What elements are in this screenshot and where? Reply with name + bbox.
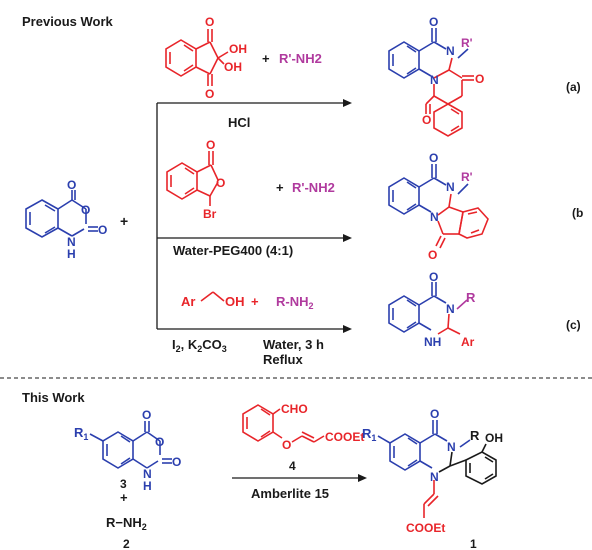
reaction-c-condition-2: Water, 3 h [263,337,324,352]
ninhydrin-o-top: O [205,15,214,29]
product-c-nh: NH [424,335,441,349]
previous-work-heading: Previous Work [22,14,114,29]
product-b [388,164,489,249]
product-c-n: N [446,302,455,316]
arrow-tree [156,102,345,330]
isatoic-anhydride [25,190,98,238]
reaction-c-ar: Ar [181,294,195,309]
this-isatoic-o-right: O [172,455,181,469]
reaction-b-amine: R'-NH2 [292,180,335,195]
ninhydrin-oh-2: OH [224,60,242,74]
reaction-c-condition-1: I2, K2CO3 [172,337,227,354]
this-work-condition: Amberlite 15 [251,486,329,501]
reaction-b-label: (b [572,206,583,220]
product-a [388,28,474,137]
product-c-ar: Ar [461,335,475,349]
product-b-n1: N [446,180,455,194]
reaction-a-label: (a) [566,80,581,94]
reagent-4-cho: CHO [281,402,308,416]
reaction-b-plus: + [276,180,284,195]
product-c [388,282,468,335]
this-isatoic-n: N [143,467,152,481]
reagent-4-o: O [282,438,291,452]
reaction-c-amine: R-NH2 [276,294,314,311]
product-a-r: R' [461,36,473,50]
substituted-isatoic-anhydride [89,421,172,469]
compound-4-number: 4 [289,459,296,473]
reaction-c-oh: OH [225,294,245,309]
product-1-n1: N [430,470,439,484]
bromophthalide-o-carbonyl: O [206,138,215,152]
this-isatoic-o-top: O [142,408,151,422]
product-a-o2: O [475,72,484,86]
this-work-heading: This Work [22,390,85,405]
product-1-r: R [470,428,480,443]
isatoic-n: N [67,235,76,249]
ninhydrin-oh-1: OH [229,42,247,56]
this-amine: R−NH2 [106,515,147,532]
product-c-o: O [429,270,438,284]
isatoic-o-top: O [67,178,76,192]
product-a-n1: N [446,44,455,58]
compound-2-number: 2 [123,537,130,550]
this-work-arrow-head [358,474,367,482]
reaction-a-amine: R'-NH2 [279,51,322,66]
reaction-c-plus: + [251,294,259,309]
isatoic-o-ring: O [81,203,90,217]
product-b-r: R' [461,170,473,184]
compound-3-number: 3 [120,477,127,491]
ninhydrin-o-bottom: O [205,87,214,101]
reagent-4-cooet: COOEt [325,430,364,444]
product-a-n2: N [430,73,439,87]
product-1 [377,420,497,518]
bromophthalide [166,151,219,206]
reaction-c-condition-3: Reflux [263,352,304,367]
reaction-a-condition: HCl [228,115,250,130]
bromophthalide-o-ring: O [216,176,225,190]
product-b-n2: N [430,210,439,224]
this-isatoic-h: H [143,479,152,493]
this-isatoic-o-ring: O [155,435,164,449]
arrow-c-head [343,325,352,333]
product-1-o: O [430,407,439,421]
benzyl-alcohol-bonds [200,291,225,302]
this-r1: R1 [74,425,88,442]
isatoic-o-right: O [98,223,107,237]
product-1-cooet: COOEt [406,521,445,535]
product-1-oh: OH [485,431,503,445]
product-1-n3: N [447,440,456,454]
ninhydrin [165,29,229,86]
product-b-o2: O [428,248,437,262]
product-a-o1: O [429,15,438,29]
isatoic-plus: + [120,213,128,229]
product-a-o3: O [422,113,431,127]
reaction-c-label: (c) [566,318,581,332]
reaction-b-condition: Water-PEG400 (4:1) [173,243,293,258]
product-b-o1: O [429,151,438,165]
arrow-a-head [343,99,352,107]
reaction-a-plus: + [262,51,270,66]
this-plus: + [120,490,128,505]
reagent-4 [242,404,325,443]
bromophthalide-br: Br [203,207,217,221]
isatoic-h: H [67,247,76,261]
product-1-r1: R1 [362,426,376,443]
compound-1-number: 1 [470,537,477,550]
arrow-b-head [343,234,352,242]
product-c-r: R [466,290,476,305]
